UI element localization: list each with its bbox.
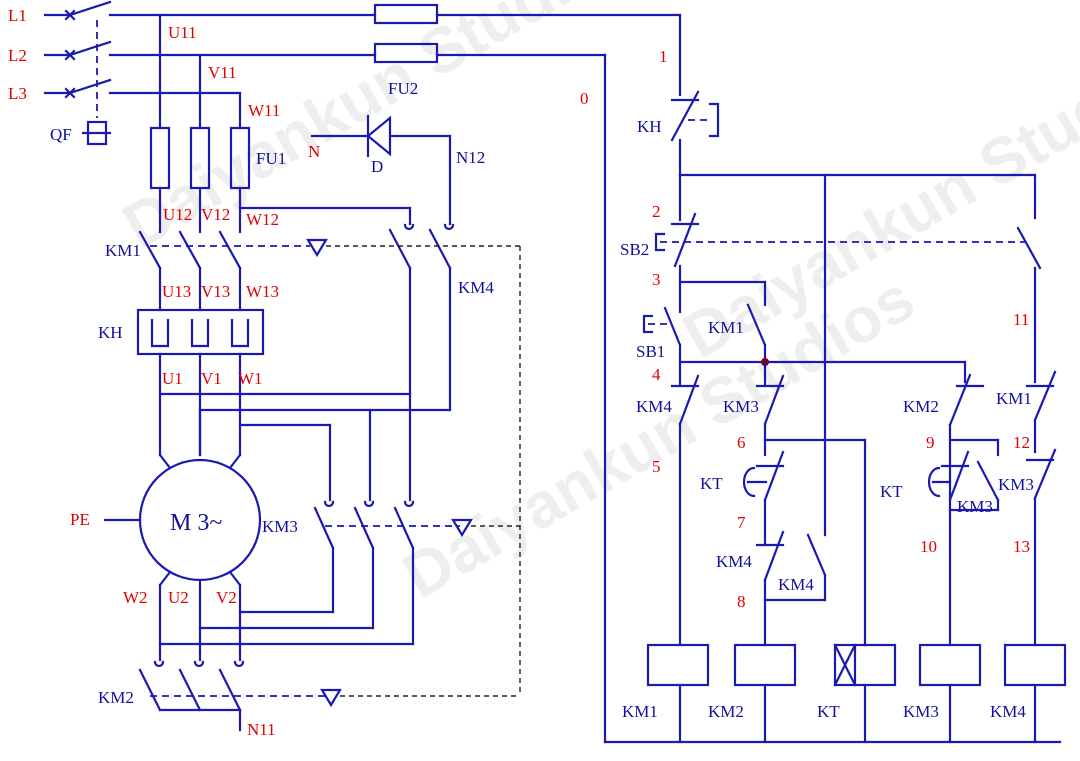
label-node-4: 4 [652,365,661,384]
label-fu1: FU1 [256,149,286,168]
main-power-circuit [43,0,682,732]
label-coil-km3: KM3 [903,702,939,721]
mechanical-interlock [326,245,521,697]
label-kt-left: KT [700,474,723,493]
label-u2: U2 [168,588,189,607]
label-l1: L1 [8,6,27,25]
label-n11: N11 [247,720,276,739]
coil-km2 [733,643,797,687]
label-km2-col4: KM2 [903,397,939,416]
label-w2: W2 [123,588,148,607]
label-v12: V12 [201,205,230,224]
label-coil-km2: KM2 [708,702,744,721]
label-node-5: 5 [652,457,661,476]
label-sb1: SB1 [636,342,665,361]
label-d: D [371,157,383,176]
col2-km4-contacts [755,530,827,647]
breaker-qf [64,0,112,146]
label-km4-main: KM4 [458,278,494,297]
thermal-relay-kh [136,308,265,356]
label-km4-col3: KM4 [778,575,814,594]
label-coil-km1: KM1 [622,702,658,721]
diode-d [310,114,452,226]
label-w13: W13 [246,282,279,301]
label-n: N [308,142,320,161]
kh-nc-contact [670,13,720,177]
label-km1-main: KM1 [105,241,141,260]
labels: L1 L2 L3 QF U11 V11 W11 FU2 FU1 N D N12 … [8,6,1034,739]
label-km3-main: KM3 [262,517,298,536]
label-node-0: 0 [580,89,589,108]
label-l3: L3 [8,84,27,103]
label-node-3: 3 [652,270,661,289]
label-km1-hold: KM1 [708,318,744,337]
label-v11: V11 [208,63,237,82]
col1-km4-nc [670,374,700,647]
label-u12: U12 [163,205,192,224]
label-node-1: 1 [659,47,668,66]
label-kh-ctrl: KH [637,117,662,136]
col4-km2-nc [948,373,985,647]
col2-km3-nc [755,360,785,457]
label-n12: N12 [456,148,485,167]
label-pe: PE [70,510,90,529]
label-node-13: 13 [1013,537,1030,556]
label-km4-col2: KM4 [716,552,752,571]
label-node-8: 8 [737,592,746,611]
label-node-2: 2 [652,202,661,221]
km3-main-contacts [198,392,473,550]
km4-main-contacts [388,223,455,270]
label-kt-right: KT [880,482,903,501]
km2-main-contacts [138,660,342,732]
label-u11: U11 [168,23,197,42]
label-node-12: 12 [1013,433,1030,452]
label-v13: V13 [201,282,230,301]
svg-text:Daiyankun Studios: Daiyankun Studios [391,262,926,612]
label-u13: U13 [162,282,191,301]
coil-km4 [1003,643,1067,687]
sb2-button [654,173,1042,302]
col5-contacts [1025,370,1057,647]
label-km3-col5: KM3 [998,475,1034,494]
label-sb2: SB2 [620,240,649,259]
watermark: Daiyankun Studios Daiyankun Studios Daiy… [111,0,1080,612]
label-l2: L2 [8,46,27,65]
label-v1: V1 [201,369,222,388]
label-node-7: 7 [737,513,746,532]
label-coil-km4: KM4 [990,702,1026,721]
control-circuit [603,13,1067,744]
label-node-10: 10 [920,537,937,556]
label-km2-main: KM2 [98,688,134,707]
label-w1: W1 [238,369,263,388]
label-km3-col2: KM3 [723,397,759,416]
label-motor: M 3~ [170,510,222,536]
label-km3-col4: KM3 [957,497,993,516]
label-node-11: 11 [1013,310,1029,329]
label-node-6: 6 [737,433,746,452]
label-v2: V2 [216,588,237,607]
label-km4-col1: KM4 [636,397,672,416]
label-qf: QF [50,125,72,144]
label-u1: U1 [162,369,183,388]
kt-timer-contact-left [742,450,785,547]
label-km1-col5: KM1 [996,389,1032,408]
motor-m3 [103,453,262,662]
coil-km1 [646,643,710,687]
kt-timer-contact-right [927,450,1000,512]
km1-main-contacts [138,230,328,270]
label-w12: W12 [246,210,279,229]
label-fu2: FU2 [388,79,418,98]
label-kh-main: KH [98,323,123,342]
coils [646,643,1067,687]
label-node-9: 9 [926,433,935,452]
label-w11: W11 [248,101,280,120]
label-coil-kt: KT [817,702,840,721]
coil-km3 [918,643,982,687]
sb1-button [642,298,682,384]
